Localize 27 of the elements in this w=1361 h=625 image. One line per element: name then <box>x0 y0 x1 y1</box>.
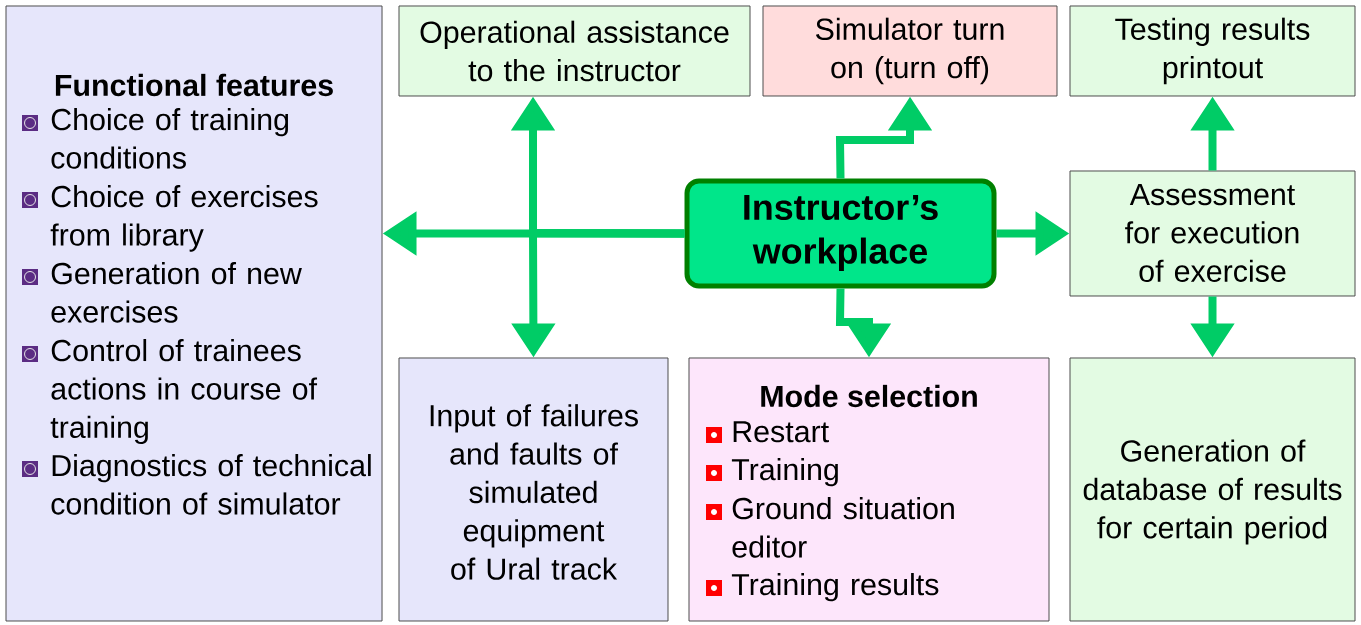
box-text: Generation of database of results for certain period <box>1083 439 1342 545</box>
text-box <box>398 5 751 97</box>
text-box <box>1069 170 1356 297</box>
text-box <box>762 5 1058 97</box>
list-box <box>688 357 1050 622</box>
list-item: Control of trainees actions in course of training <box>50 339 318 445</box>
box-text: Testing results printout <box>1115 17 1310 85</box>
list-item: Generation of new exercises <box>51 262 302 323</box>
list-item: Ground situation editor <box>732 497 954 558</box>
list-item: Choice of training conditions <box>51 108 289 169</box>
list-item: Training results <box>731 573 939 602</box>
text-box <box>398 357 669 622</box>
list-box <box>5 5 383 622</box>
list-item: Restart <box>733 421 829 443</box>
box-text: Input of failures and faults of simulated equipment of Ural track <box>430 404 638 580</box>
list-item: Diagnostics of technical condition of simulator <box>51 454 371 515</box>
list-heading: Mode selection <box>761 384 977 408</box>
workplace-box <box>684 178 997 289</box>
box-text: Operational assistance to the instructor <box>420 20 729 82</box>
list-item: Choice of exercises from library <box>50 185 318 252</box>
box-text: Simulator turn on (turn off) <box>815 17 1004 85</box>
box-text: Assessment for execution of exercise <box>1125 184 1299 282</box>
text-box <box>1069 357 1356 622</box>
text-box <box>1069 5 1356 97</box>
list-heading: Functional features <box>55 73 333 97</box>
list-item: Training <box>731 458 838 487</box>
box-text: Instructor’s workplace <box>744 195 938 271</box>
